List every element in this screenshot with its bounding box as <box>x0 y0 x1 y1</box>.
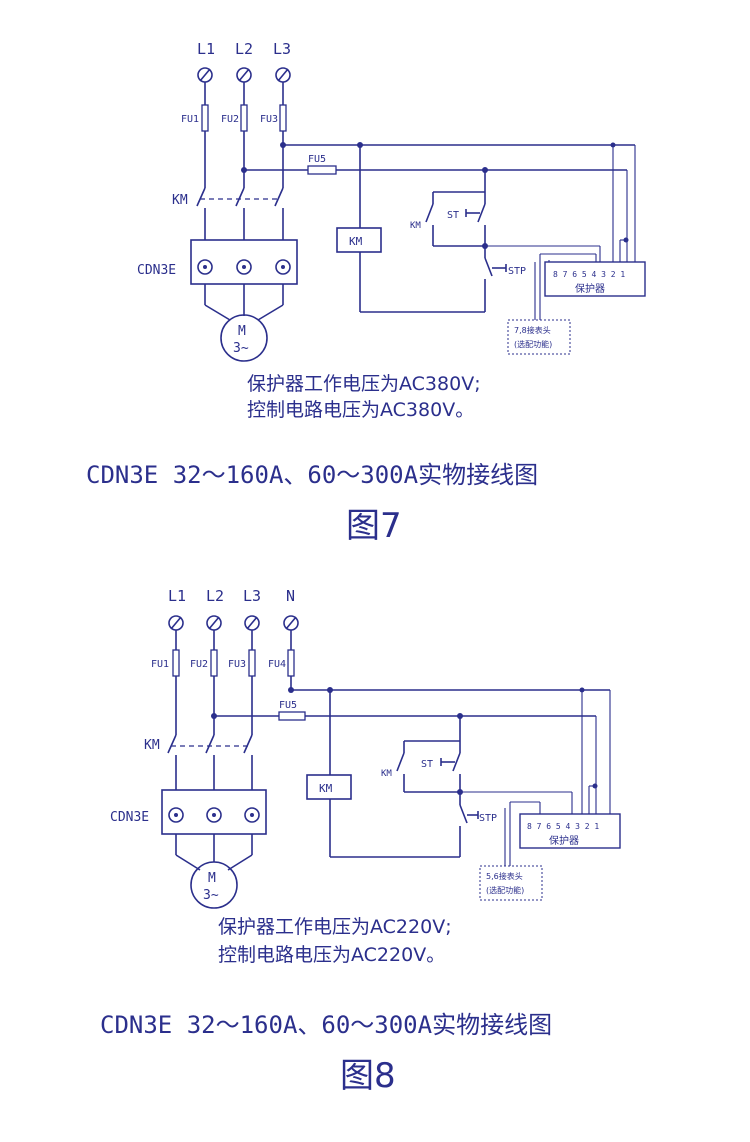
coil-label: KM <box>349 235 363 248</box>
protector-terminals: 8 7 6 5 4 3 2 1 <box>527 822 599 831</box>
phase-label-l1: L1 <box>197 40 215 58</box>
phase-label-l2: L2 <box>235 40 253 58</box>
fuse-label-fu3: FU3 <box>228 659 246 670</box>
note-line2: 控制电路电压为AC220V。 <box>218 944 445 966</box>
note-line1: 保护器工作电压为AC220V; <box>218 916 452 938</box>
diagram-8: L1 L2 L3 N FU1 FU2 FU3 FU4 <box>100 587 621 1096</box>
fuse-label-fu4: FU4 <box>268 659 286 670</box>
protector-label: 保护器 <box>549 834 579 847</box>
km-contact-label: KM <box>381 769 392 779</box>
aux-line1: 7,8接表头 <box>514 325 551 335</box>
note-line1: 保护器工作电压为AC380V; <box>247 373 481 395</box>
start-label: ST <box>421 759 433 770</box>
phase-label-l3: L3 <box>273 40 291 58</box>
fuse-label-fu5: FU5 <box>308 154 326 165</box>
fuse-label-fu5: FU5 <box>279 700 297 711</box>
motor <box>220 314 268 362</box>
figure-label: 图8 <box>340 1056 396 1096</box>
coil-km <box>336 227 382 253</box>
aux-line2: (选配功能) <box>514 339 552 349</box>
relay-label: CDN3E <box>137 263 176 278</box>
fuse-label-fu2: FU2 <box>221 114 239 125</box>
motor <box>190 861 238 909</box>
motor-m-label: M <box>238 324 246 339</box>
coil-label: KM <box>319 782 333 795</box>
phase-label-n: N <box>286 587 295 605</box>
km-contact-label: KM <box>410 221 421 231</box>
protector-box <box>544 261 646 297</box>
supply-terminals <box>168 615 299 631</box>
fuse-label-fu3: FU3 <box>260 114 278 125</box>
phase-label-l2: L2 <box>206 587 224 605</box>
protector-label: 保护器 <box>575 282 605 295</box>
phase-label-l1: L1 <box>168 587 186 605</box>
coil-km <box>306 774 352 800</box>
relay-label: CDN3E <box>110 810 149 825</box>
contactor-label: KM <box>144 738 160 753</box>
motor-phase-label: 3~ <box>233 341 249 356</box>
motor-m-label: M <box>208 871 216 886</box>
diagram-7: L1 L2 L3 FU1 FU2 FU3 FU5 <box>86 40 646 546</box>
relay-body <box>161 789 267 835</box>
aux-line1: 5,6接表头 <box>486 871 523 881</box>
contactor-label: KM <box>172 193 188 208</box>
aux-line2: (选配功能) <box>486 885 524 895</box>
contactor-km <box>167 734 253 790</box>
protector-box <box>519 813 621 849</box>
supply-terminals <box>197 67 291 83</box>
start-label: ST <box>447 210 459 221</box>
fuse-label-fu1: FU1 <box>151 659 169 670</box>
figure-label: 图7 <box>346 506 402 546</box>
relay-body <box>190 239 298 285</box>
stop-label: STP <box>508 266 526 277</box>
motor-phase-label: 3~ <box>203 888 219 903</box>
caption: CDN3E 32～160A、60～300A实物接线图 <box>100 1011 552 1039</box>
fuse-label-fu2: FU2 <box>190 659 208 670</box>
contactor-km <box>196 187 284 240</box>
phase-label-l3: L3 <box>243 587 261 605</box>
fuse-label-fu1: FU1 <box>181 114 199 125</box>
note-line2: 控制电路电压为AC380V。 <box>247 399 474 421</box>
stop-label: STP <box>479 813 497 824</box>
caption: CDN3E 32～160A、60～300A实物接线图 <box>86 461 538 489</box>
protector-terminals: 8 7 6 5 4 3 2 1 <box>553 270 625 279</box>
